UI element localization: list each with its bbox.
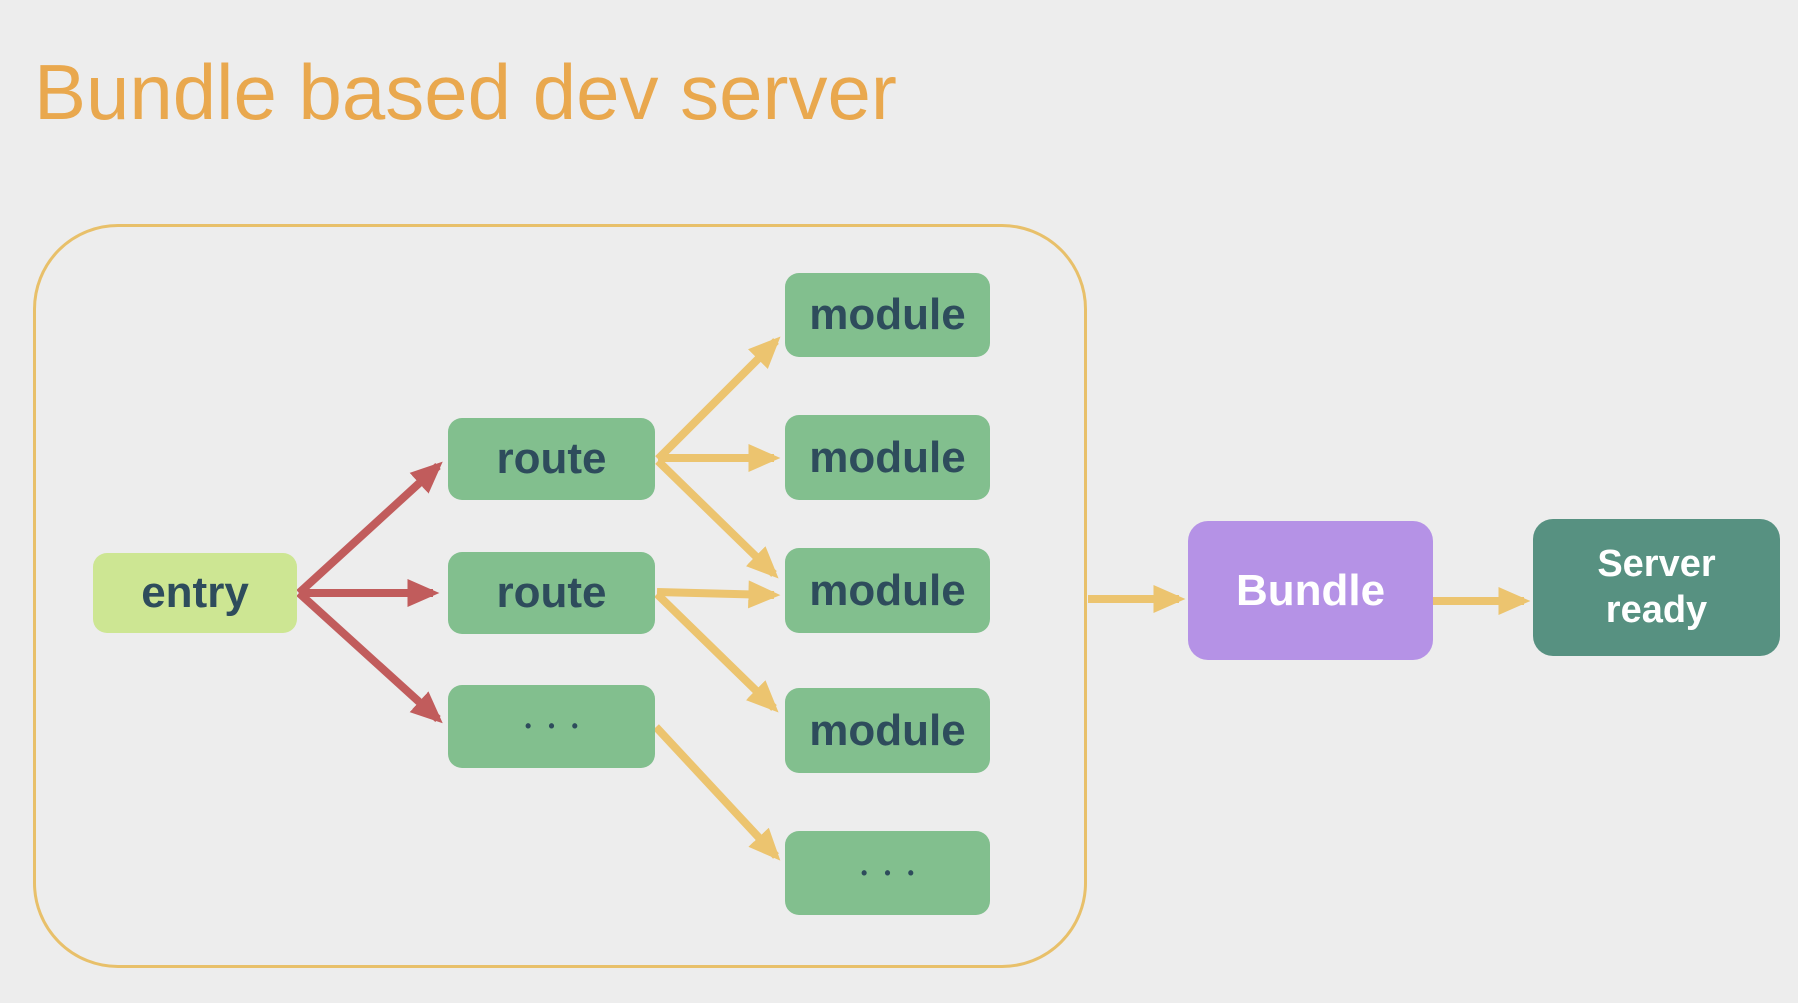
module-node-ellipsis-label: • • • <box>861 862 920 883</box>
route-node-1-label: route <box>496 434 607 483</box>
route-node-2: route <box>448 552 655 634</box>
module-node-4: module <box>785 688 990 773</box>
route-node-ellipsis-label: • • • <box>525 716 584 736</box>
server-ready-node-label: Server ready <box>1597 542 1716 631</box>
dev-server-boundary-box <box>33 224 1087 968</box>
arrow-route2-to-module-3 <box>656 580 781 609</box>
diagram-title: Bundle based dev server <box>34 48 897 136</box>
arrow-dots-to-module-dots <box>653 724 781 861</box>
module-node-2: module <box>785 415 990 500</box>
arrow-entry-to-route-1 <box>296 461 443 596</box>
entry-node: entry <box>93 553 297 633</box>
arrow-route2-to-module-4 <box>654 591 779 713</box>
arrow-route1-to-module-1 <box>655 336 781 462</box>
route-node-1: route <box>448 418 655 500</box>
module-node-3-label: module <box>809 565 966 615</box>
bundle-node-label: Bundle <box>1235 565 1386 615</box>
route-node-ellipsis: • • • <box>448 685 655 768</box>
module-node-2-label: module <box>809 432 966 482</box>
entry-node-label: entry <box>141 568 249 617</box>
bundle-node: Bundle <box>1188 521 1433 660</box>
arrow-entry-to-route-dots <box>296 590 443 724</box>
module-node-1: module <box>785 273 990 357</box>
module-node-3: module <box>785 548 990 633</box>
server-ready-node: Server ready <box>1533 519 1780 656</box>
module-node-ellipsis: • • • <box>785 831 990 915</box>
route-node-2-label: route <box>496 568 607 617</box>
arrow-route1-to-module-3 <box>655 458 779 579</box>
module-node-4-label: module <box>809 705 966 755</box>
module-node-1-label: module <box>809 290 966 339</box>
